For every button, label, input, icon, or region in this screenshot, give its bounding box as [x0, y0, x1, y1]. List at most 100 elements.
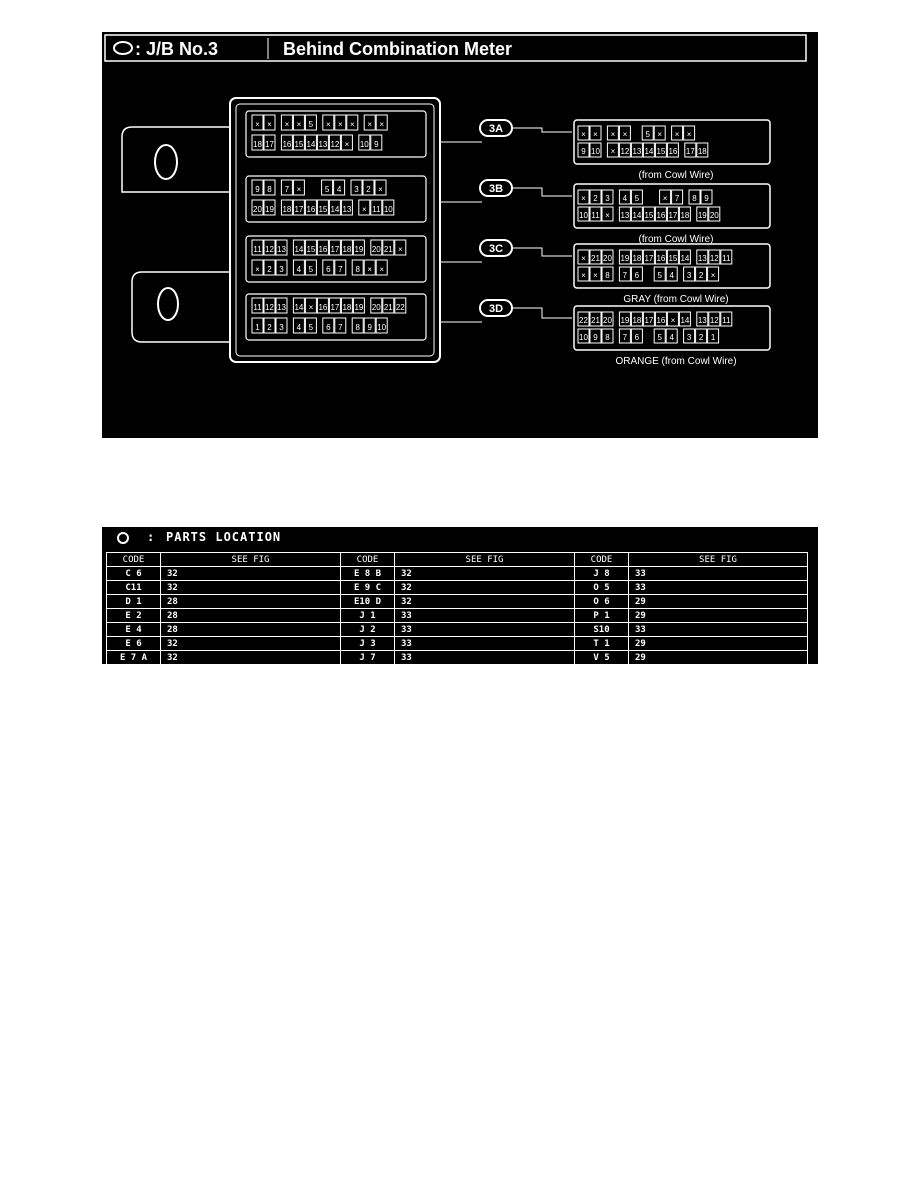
- jb-pin-label: 17: [294, 205, 303, 214]
- connector-caption: (from Cowl Wire): [639, 170, 714, 181]
- jb-cavity: [304, 259, 317, 276]
- jb-pin-label: ×: [345, 140, 350, 149]
- jb-cavity: [333, 179, 346, 196]
- connector-pin-label: 10: [591, 147, 600, 156]
- jb-pin-label: 8: [267, 185, 272, 194]
- code-cell: E 7 A: [106, 650, 161, 665]
- code-cell: J 7: [340, 650, 395, 665]
- connector-cavity: [577, 266, 590, 282]
- jb-cavity: [292, 259, 305, 276]
- connector-pin-label: 22: [579, 316, 588, 325]
- jb-cavity: [328, 134, 341, 151]
- bolt-hole-lower: [157, 287, 179, 321]
- oval-symbol: [113, 41, 133, 55]
- connector-pin-label: ×: [593, 271, 598, 280]
- jb-cavity: [263, 199, 276, 216]
- connector-cavity: [577, 142, 590, 158]
- connector-cavity: [618, 328, 631, 344]
- jb-cavity: [340, 199, 353, 216]
- jb-cavity: [334, 317, 347, 334]
- connector-id: 3A: [489, 123, 503, 135]
- connector-pin-label: 6: [635, 271, 640, 280]
- jb-cavity: [292, 114, 305, 131]
- connector-cavity: [659, 189, 672, 205]
- connector-pin-label: 5: [657, 271, 662, 280]
- jb-cavity: [328, 239, 341, 256]
- connector-cavity: [601, 266, 614, 282]
- code-cell: D 1: [106, 594, 161, 609]
- connector-pin-label: 5: [645, 130, 650, 139]
- connector-cavity: [707, 328, 720, 344]
- jb-pin-label: 16: [306, 205, 315, 214]
- connector-cavity: [630, 249, 643, 265]
- see-fig-cell: 33: [628, 580, 808, 595]
- connector-cavity: [601, 311, 614, 327]
- connector-pin-label: 13: [698, 254, 707, 263]
- connector-cavity: [577, 249, 590, 265]
- connector-pin-label: 14: [644, 147, 653, 156]
- connector-cavity: [618, 189, 631, 205]
- jb-pin-label: 16: [318, 303, 327, 312]
- connector-pin-label: ×: [611, 147, 616, 156]
- connector-pin-label: 14: [680, 316, 689, 325]
- connector-cavity: [577, 125, 590, 141]
- jb-pin-label: 15: [306, 245, 315, 254]
- connector-cavity: [642, 249, 655, 265]
- connector-cavity: [707, 266, 720, 282]
- connector-cavity: [678, 206, 691, 222]
- jb-cavity: [334, 259, 347, 276]
- jb-pin-label: ×: [398, 245, 403, 254]
- leader-line-3d: [440, 307, 572, 323]
- jb-pin-label: ×: [297, 185, 302, 194]
- connector-cavity: [683, 266, 696, 282]
- connector-pin-label: 3: [605, 194, 610, 203]
- circle-symbol: [117, 532, 129, 544]
- jb-pin-label: ×: [285, 120, 290, 129]
- jb-pin-label: 20: [372, 245, 381, 254]
- jb-cavity: [382, 239, 395, 256]
- jb-cavity: [316, 134, 329, 151]
- see-fig-cell: 29: [628, 594, 808, 609]
- connector-cavity: [665, 328, 678, 344]
- connector-cavity: [654, 311, 667, 327]
- jb-pin-label: 14: [294, 303, 303, 312]
- jb-cavity: [363, 114, 376, 131]
- jb-cavity: [292, 297, 305, 314]
- connector-cavity: [671, 125, 684, 141]
- jb-cavity: [263, 179, 276, 196]
- connector-cavity: [641, 125, 654, 141]
- jb-pin-label: 10: [384, 205, 393, 214]
- connector-pin-label: 1: [711, 333, 716, 342]
- connector-cavity: [696, 142, 709, 158]
- code-cell: T 1: [574, 636, 629, 651]
- connector-cavity: [630, 142, 643, 158]
- connector-pin-label: 4: [623, 194, 628, 203]
- connector-cavity: [642, 311, 655, 327]
- connector-pin-label: 20: [603, 254, 612, 263]
- jb-pin-label: ×: [255, 265, 260, 274]
- connector-pin-label: 13: [632, 147, 641, 156]
- connector-badge: [479, 179, 513, 197]
- code-cell: E 9 C: [340, 580, 395, 595]
- bolt-hole-upper: [154, 144, 178, 180]
- jb-pin-label: 14: [330, 205, 339, 214]
- see-fig-cell: 33: [394, 608, 575, 623]
- connector-pin-label: 10: [579, 211, 588, 220]
- column-header: SEE FIG: [160, 552, 341, 567]
- jb-pin-label: 22: [396, 303, 405, 312]
- see-fig-cell: 33: [394, 636, 575, 651]
- connector-cavity: [589, 249, 602, 265]
- jb-cavity: [304, 134, 317, 151]
- connector-cavity: [654, 249, 667, 265]
- jb-pin-label: ×: [255, 120, 260, 129]
- connector-id: 3C: [489, 243, 503, 255]
- code-cell: E 6: [106, 636, 161, 651]
- jb-pin-label: 1: [255, 323, 260, 332]
- connector-cavity: [708, 206, 721, 222]
- connector-pin-label: 13: [698, 316, 707, 325]
- connector-pin-label: 19: [620, 254, 629, 263]
- connector-id: 3B: [489, 183, 503, 195]
- connector-cavity: [589, 189, 602, 205]
